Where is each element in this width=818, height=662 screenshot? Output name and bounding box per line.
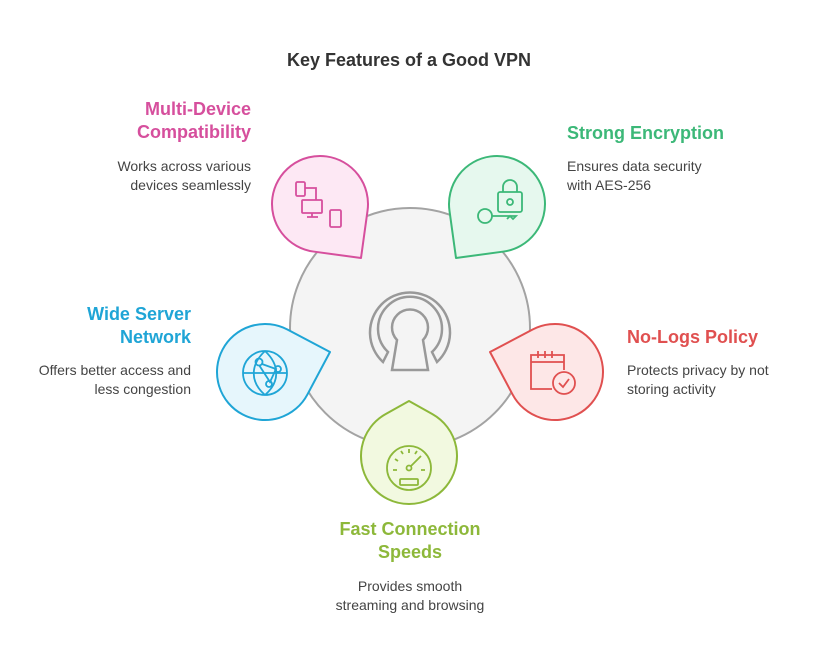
title-line: Wide Server	[87, 304, 191, 324]
desc-line: Ensures data security	[567, 158, 702, 174]
title-line: Compatibility	[136, 122, 251, 142]
desc-line: devices seamlessly	[130, 177, 251, 193]
feature-description: Works across various devices seamlessly	[60, 157, 251, 195]
petal-wide-server	[216, 323, 331, 421]
devices-icon	[295, 181, 342, 228]
calendar-check-icon	[530, 351, 576, 395]
feature-description: Protects privacy by not storing activity	[627, 361, 817, 399]
desc-line: streaming and browsing	[335, 597, 485, 613]
title-line: Speeds	[377, 542, 443, 562]
desc-line: Protects privacy by not	[627, 362, 769, 378]
desc-line: Provides smooth	[357, 578, 463, 594]
feature-title: No-Logs Policy	[627, 326, 817, 349]
title-line: Multi-Device	[144, 99, 251, 119]
feature-description: Offers better access and less congestion	[10, 361, 191, 399]
desc-line: storing activity	[627, 381, 716, 397]
globe-network-icon	[242, 350, 288, 396]
petal-multi-device	[271, 155, 369, 259]
lock-key-icon	[477, 179, 523, 224]
keyhole-icon	[368, 291, 452, 372]
title-line: Strong Encryption	[567, 123, 724, 143]
speedometer-icon	[386, 445, 432, 491]
desc-line: with AES-256	[567, 177, 652, 193]
title-line: No-Logs Policy	[627, 327, 759, 347]
petal-no-logs	[489, 323, 604, 421]
feature-description: Ensures data security with AES-256	[567, 157, 797, 195]
petal-strong-encryption	[448, 155, 546, 259]
desc-line: less congestion	[94, 381, 191, 397]
title-line: Network	[119, 327, 191, 347]
desc-line: Offers better access and	[38, 362, 191, 378]
diagram-title: Key Features of a Good VPN	[286, 50, 532, 70]
title-line: Fast Connection	[339, 519, 481, 539]
feature-title: Strong Encryption	[567, 122, 797, 145]
feature-description: Provides smooth streaming and browsing	[290, 577, 530, 615]
desc-line: Works across various	[117, 158, 251, 174]
